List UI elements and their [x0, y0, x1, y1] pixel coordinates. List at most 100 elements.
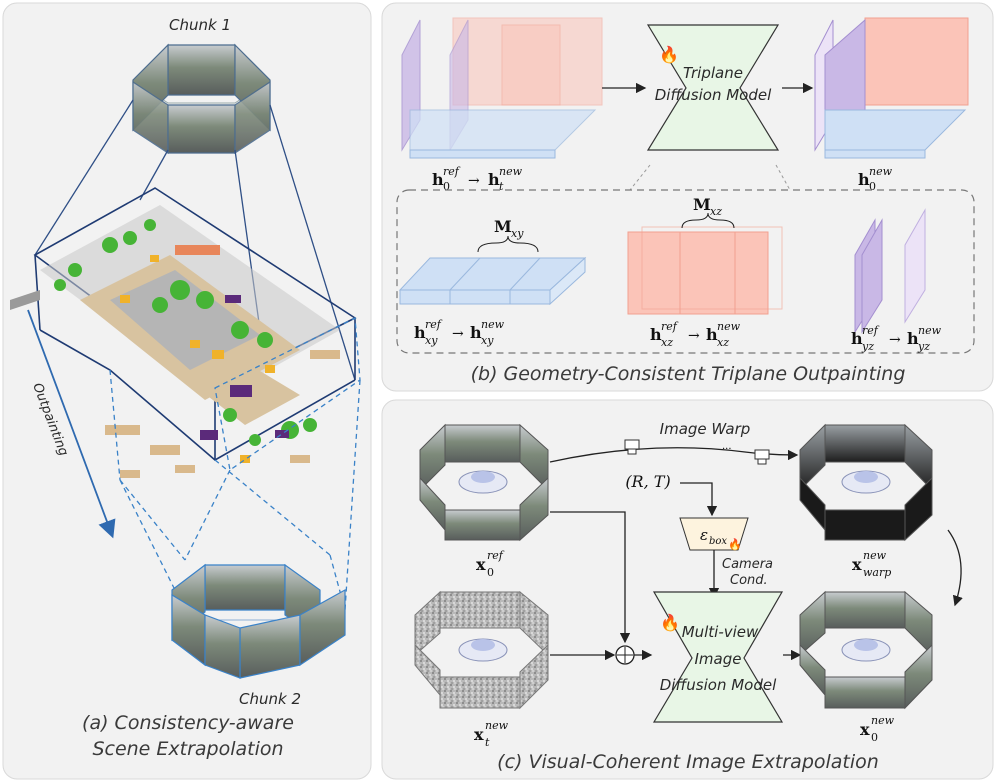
svg-text:t: t	[485, 736, 490, 749]
voxel-scene	[10, 205, 340, 478]
svg-text:→: →	[889, 332, 901, 348]
svg-text:new: new	[869, 165, 893, 178]
image-warp-arrow	[549, 447, 799, 463]
svg-text:ref: ref	[487, 549, 505, 562]
xwarp-image-ring	[799, 423, 933, 542]
mv-model-line3: Diffusion Model	[660, 676, 777, 694]
triplane-input-stack	[401, 17, 603, 159]
svg-text:x: x	[476, 555, 486, 574]
svg-text:ref: ref	[443, 165, 461, 178]
outpainting-arrow	[27, 309, 116, 539]
svg-text:xy: xy	[425, 334, 438, 347]
yz-plane	[854, 208, 926, 334]
svg-text:0: 0	[869, 180, 876, 193]
svg-text:0: 0	[487, 566, 494, 579]
hxz-label: h xz ref → h xz new	[650, 320, 741, 349]
svg-text:M: M	[494, 217, 512, 236]
xtnew-label: x t new	[474, 719, 509, 749]
car-icon-output	[841, 638, 891, 662]
x0ref-label: x 0 ref	[476, 549, 505, 579]
svg-text:xz: xz	[710, 205, 722, 218]
svg-text:ε: ε	[700, 526, 708, 544]
multiview-diffusion-model	[652, 591, 784, 723]
svg-text:0: 0	[443, 180, 450, 193]
chunk2-image-ring	[171, 563, 346, 679]
svg-text:x: x	[852, 555, 862, 574]
rt-arrow	[680, 482, 718, 517]
svg-text:h: h	[432, 170, 444, 189]
panel-c-caption: (c) Visual-Coherent Image Extrapolation	[497, 751, 879, 773]
svg-text:ref: ref	[862, 324, 880, 337]
mv-model-line1: Multi-view	[682, 623, 759, 641]
image-warp-label: Image Warp	[660, 420, 751, 438]
svg-text:h: h	[414, 323, 426, 342]
camera-icon	[624, 439, 640, 455]
outpaint-dashed-box	[109, 316, 361, 611]
car-icon	[458, 470, 508, 494]
svg-text:new: new	[863, 549, 887, 562]
svg-text:M: M	[693, 195, 711, 214]
svg-text:→: →	[688, 328, 700, 344]
car-icon-noise	[458, 638, 508, 662]
svg-text:h: h	[488, 170, 500, 189]
svg-text:xy: xy	[511, 227, 524, 240]
svg-text:h: h	[907, 329, 919, 348]
fire-icon-mv: 🔥	[660, 613, 680, 632]
h0new-label: h 0 new	[858, 165, 893, 193]
camera-cond-label-1: Camera	[722, 557, 773, 572]
warp-to-output-arrow	[947, 529, 963, 607]
warp-dots: ···	[722, 444, 732, 455]
camera-icon-2	[754, 449, 770, 465]
triplane-model-line1: Triplane	[683, 64, 743, 82]
xt-noise-ring	[414, 590, 549, 710]
triplane-diffusion-model	[646, 24, 780, 151]
svg-text:ref: ref	[425, 318, 443, 331]
svg-text:h: h	[650, 325, 662, 344]
panel-a-caption-line2: Scene Extrapolation	[92, 738, 283, 760]
svg-text:x: x	[474, 725, 484, 744]
hyz-label: h yz ref → h yz new	[851, 324, 942, 353]
mask-xz-brace	[681, 212, 735, 229]
svg-text:warp: warp	[863, 566, 891, 579]
x0new-label: x 0 new	[860, 714, 895, 744]
fire-icon: 🔥	[659, 45, 679, 64]
ebox-label: ε box	[700, 526, 727, 547]
xwarp-label: x warp new	[852, 549, 891, 579]
x0ref-image-ring	[419, 423, 549, 542]
svg-text:ref: ref	[661, 320, 679, 333]
mask-xy-label: M xy	[494, 217, 524, 240]
rt-label: (R, T)	[625, 472, 670, 491]
camera-cond-label-2: Cond.	[730, 573, 768, 588]
h0ref-to-htnew-label: h 0 ref → h t new	[432, 165, 523, 193]
svg-text:→: →	[468, 173, 480, 189]
hxy-label: h xy ref → h xy new	[414, 318, 505, 347]
svg-text:t: t	[499, 180, 504, 193]
chunk1-image-ring	[132, 43, 271, 155]
xy-plane	[398, 256, 587, 306]
zoom-line-left	[629, 164, 651, 191]
svg-text:h: h	[858, 170, 870, 189]
svg-text:new: new	[717, 320, 741, 333]
triplane-model-line2: Diffusion Model	[655, 86, 772, 104]
svg-text:box: box	[709, 536, 727, 547]
svg-text:xy: xy	[481, 334, 494, 347]
svg-text:new: new	[871, 714, 895, 727]
car-icon-warp	[841, 470, 891, 494]
svg-text:new: new	[918, 324, 942, 337]
svg-text:h: h	[470, 323, 482, 342]
panel-b-caption: (b) Geometry-Consistent Triplane Outpain…	[471, 363, 906, 385]
svg-text:new: new	[481, 318, 505, 331]
ref-to-plus-arrow	[550, 511, 631, 644]
triplane-output-stack	[814, 17, 969, 159]
fire-icon-ebox: 🔥	[728, 538, 742, 551]
svg-text:h: h	[706, 325, 718, 344]
svg-text:xz: xz	[717, 336, 729, 349]
svg-text:x: x	[860, 720, 870, 739]
triplane-detail-box	[396, 189, 975, 354]
svg-text:yz: yz	[917, 340, 930, 353]
mask-xy-brace	[477, 235, 539, 253]
svg-text:0: 0	[871, 731, 878, 744]
zoom-line-right	[775, 164, 791, 191]
chunk1-label: Chunk 1	[169, 16, 231, 34]
